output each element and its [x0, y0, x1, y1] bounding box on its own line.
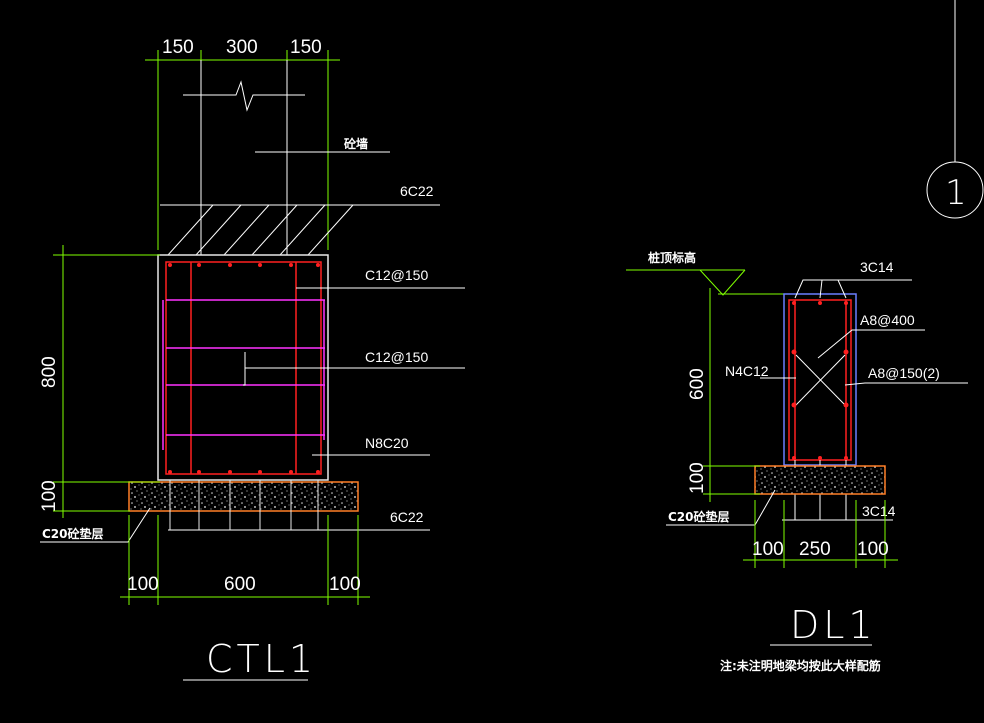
- ctl1-top-dimension: [145, 50, 340, 250]
- dl1-dim-pad: 100: [687, 462, 708, 494]
- dl1-dim-bottom-right: 100: [857, 539, 889, 560]
- ctl1-dim-bottom-mid: 600: [224, 574, 256, 595]
- ctl1-dim-height: 800: [39, 356, 60, 388]
- ctl1-dim-top-mid: 300: [226, 37, 258, 58]
- dl1-label-top-bars: 3C14: [860, 259, 894, 275]
- axis-bubble-label: 1: [945, 173, 967, 213]
- ctl1-dim-bottom-right: 100: [329, 574, 361, 595]
- ctl1-label-top-bars: 6C22: [400, 183, 434, 199]
- dl1-dim-height: 600: [687, 368, 708, 400]
- ctl1-pad: [128, 481, 359, 512]
- dl1-bottom-dimension: [743, 500, 898, 568]
- drawing-note: 注:未注明地梁均按此大样配筋: [720, 658, 881, 673]
- axis-bubble: 1: [926, 0, 984, 219]
- dl1-dim-bottom-mid: 250: [799, 539, 831, 560]
- ctl1-section: 150 300 150 砼墙 6C22: [39, 37, 465, 681]
- ctl1-wall: [183, 60, 390, 255]
- ctl1-title: CTL1: [206, 637, 317, 681]
- dl1-label-side-bars: N4C12: [725, 363, 769, 379]
- ctl1-label-pad: C20砼垫层: [42, 526, 104, 541]
- ctl1-leaders: [168, 204, 465, 531]
- ctl1-hatch: [160, 204, 370, 256]
- dl1-pile-top-marker: [626, 269, 795, 296]
- ctl1-label-wall: 砼墙: [344, 136, 368, 151]
- ctl1-pad-leader: [40, 507, 151, 543]
- dl1-tie-cross: [795, 354, 846, 406]
- ctl1-left-dimension: [53, 245, 160, 518]
- dl1-rebar-dots: [791, 301, 849, 460]
- ctl1-bottom-dimension: [120, 515, 370, 605]
- ctl1-label-stirrup1: C12@150: [365, 267, 428, 283]
- ctl1-dim-top-left: 150: [162, 37, 194, 58]
- ctl1-label-side-bars: N8C20: [365, 435, 409, 451]
- dl1-pad: [754, 465, 886, 495]
- ctl1-dim-bottom-left: 100: [127, 574, 159, 595]
- ctl1-rebar-dots: [168, 263, 320, 474]
- dl1-label-stirrup: A8@150(2): [868, 365, 940, 381]
- ctl1-label-stirrup2: C12@150: [365, 349, 428, 365]
- ctl1-label-bottom-bars: 6C22: [390, 509, 424, 525]
- dl1-dim-bottom-left: 100: [752, 539, 784, 560]
- dl1-label-pile-top: 桩顶标高: [648, 250, 696, 265]
- dl1-label-pad: C20砼垫层: [668, 509, 730, 524]
- dl1-label-bottom-bars: 3C14: [862, 503, 896, 519]
- ctl1-pad-dowels: [169, 480, 319, 530]
- dl1-label-tie: A8@400: [860, 312, 915, 328]
- ctl1-dim-pad: 100: [39, 480, 60, 512]
- dl1-title: DL1: [790, 603, 877, 647]
- ctl1-dim-top-right: 150: [290, 37, 322, 58]
- dl1-section: 桩顶标高 3C14: [626, 250, 968, 673]
- ctl1-rebar-cage: [162, 261, 325, 475]
- dl1-left-dimension: [703, 288, 760, 502]
